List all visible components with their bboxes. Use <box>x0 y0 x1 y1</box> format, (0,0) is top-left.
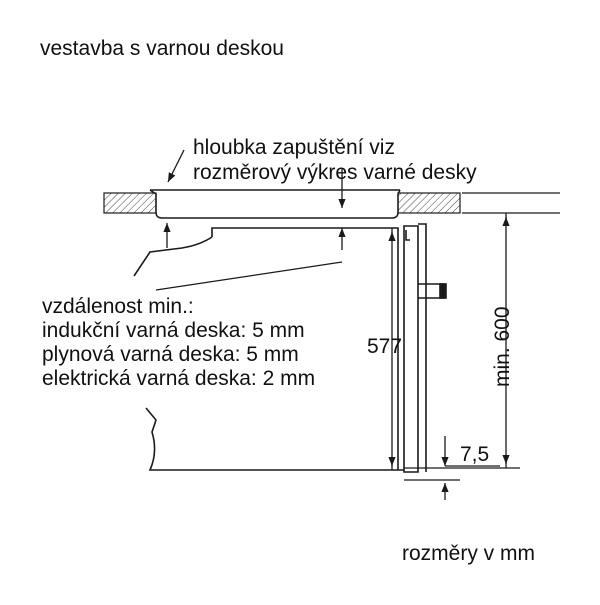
depth-callout: hloubka zapuštění viz rozměrový výkres v… <box>193 135 477 185</box>
callout-line-1: hloubka zapuštění viz <box>193 136 395 159</box>
units-note: rozměry v mm <box>402 542 535 565</box>
dimension-577-label: 577 <box>367 335 403 358</box>
note-line-3: plynová varná deska: 5 mm <box>42 343 299 366</box>
callout-line-2: rozměrový výkres varné desky <box>193 161 477 184</box>
note-line-4: elektrická varná deska: 2 mm <box>42 367 316 390</box>
note-line-1: vzdálenost min.: <box>42 295 194 318</box>
dimension-7-5-label: 7,5 <box>460 443 490 466</box>
drawing-title: vestavba s varnou deskou <box>40 37 284 60</box>
worktop-right <box>397 192 461 214</box>
depth-arrows <box>163 168 346 250</box>
dimension-600-label: min. 600 <box>491 306 514 387</box>
dimension-7-5 <box>441 436 500 500</box>
note-line-2: indukční varná deska: 5 mm <box>42 319 305 342</box>
worktop-left <box>103 192 157 214</box>
oven-body <box>133 223 447 473</box>
distance-note: vzdálenost min.: indukční varná deska: 5… <box>42 295 315 391</box>
callout-leader <box>167 149 185 183</box>
cooktop <box>149 189 401 219</box>
reference-lines <box>404 192 560 481</box>
note-leader <box>155 261 343 291</box>
